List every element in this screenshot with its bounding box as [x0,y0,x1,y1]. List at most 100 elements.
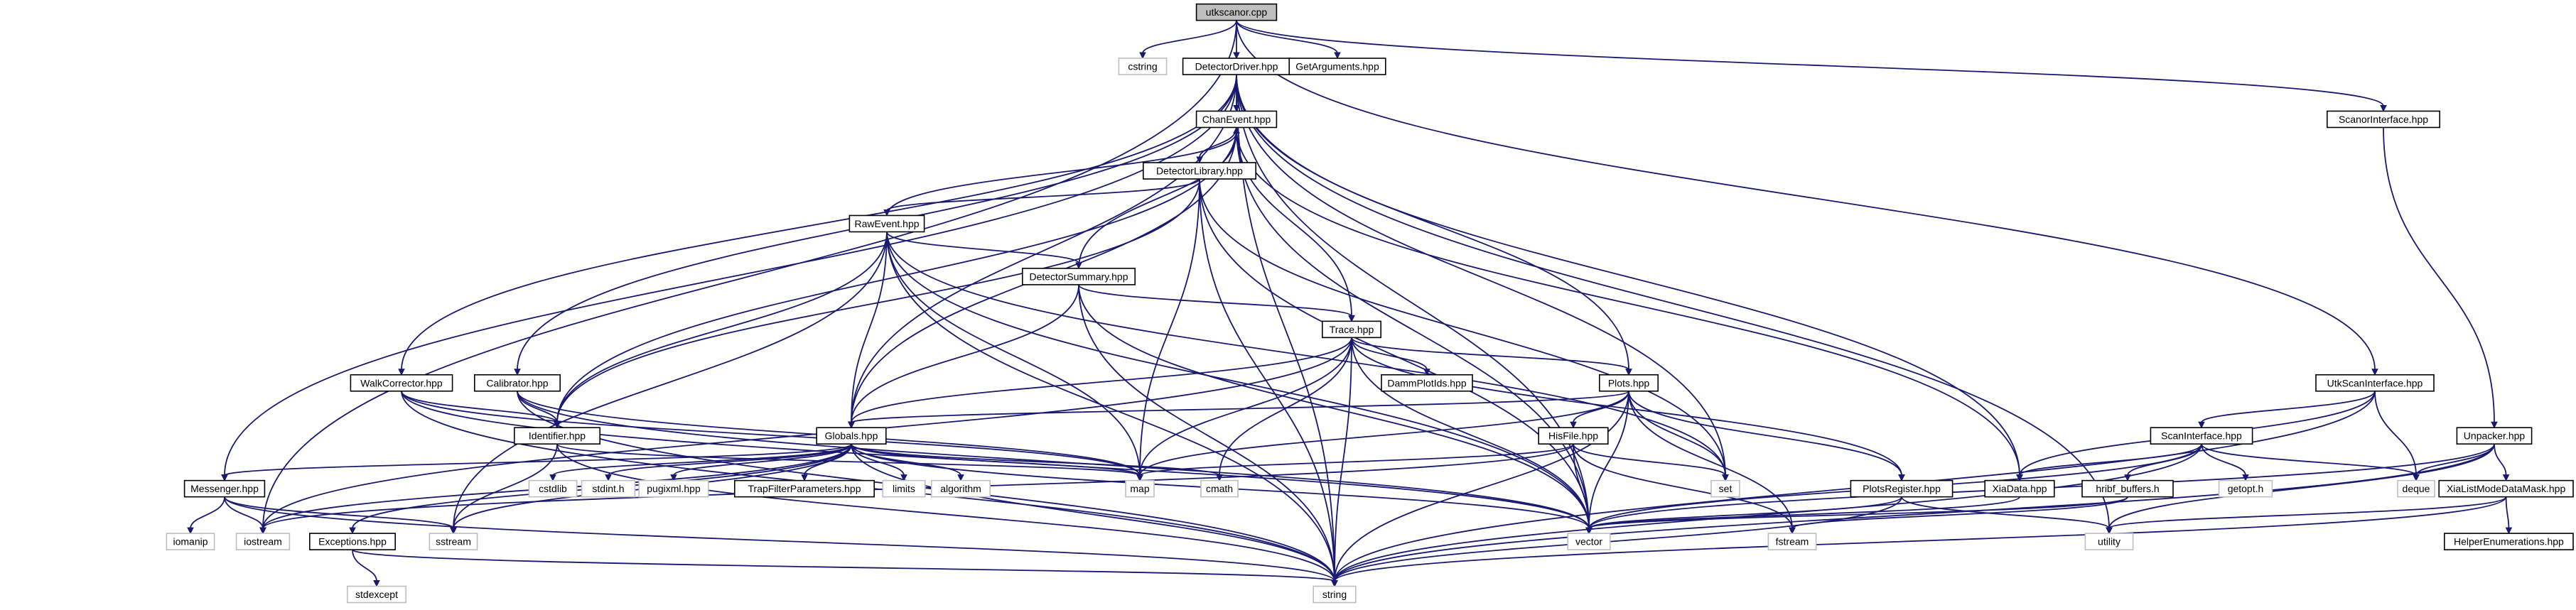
node-limits-box [882,479,926,498]
edge-detectorsummary-to-string [1078,284,1335,582]
edge-utkscanor-to-iostream [262,20,1237,529]
node-detectorsummary[interactable]: DetectorSummary.hpp [1022,268,1136,285]
arrowhead-utkscanor-to-detectordriver [1233,52,1240,60]
node-getopth-box [2218,479,2273,498]
arrowhead-globals-to-trapfilterparameters [801,474,808,481]
node-utkscanor[interactable]: utkscanor.cpp [1195,3,1278,21]
node-dammplotids[interactable]: DammPlotIds.hpp [1381,374,1473,392]
arrowhead-detectorsummary-to-trace [1348,315,1355,322]
node-identifier-box [513,427,600,445]
node-vector: vector [1567,533,1611,550]
node-detectordriver[interactable]: DetectorDriver.hpp [1182,58,1291,75]
arrowhead-messenger-to-iostream [259,527,266,535]
edge-utkscanor-to-cstring [1142,20,1237,54]
node-getarguments[interactable]: GetArguments.hpp [1288,58,1386,75]
node-hribfbuffers[interactable]: hribf_buffers.h [2081,479,2174,498]
node-pugixml-box [638,479,709,498]
edge-detectordriver-to-utility [1236,75,2110,529]
node-hribfbuffers-box [2081,479,2174,498]
node-calibrator-label: Calibrator.hpp [486,377,548,388]
edge-plots-to-map [1139,391,1629,476]
node-detectordriver-label: DetectorDriver.hpp [1195,61,1278,72]
edge-identifier-to-map [556,443,1141,476]
node-trace[interactable]: Trace.hpp [1322,320,1382,339]
edge-detectorlibrary-to-map [1139,179,1200,476]
node-exceptions[interactable]: Exceptions.hpp [308,533,396,550]
edge-detectorlibrary-to-rawevent [886,178,1200,212]
node-helperenumerations[interactable]: HelperEnumerations.hpp [2444,533,2574,550]
arrowhead-globals-to-exceptions [349,527,356,535]
node-globals[interactable]: Globals.hpp [816,427,887,445]
arrowhead-globals-to-algorithm [957,474,964,481]
edge-trace-to-string [1334,337,1352,582]
node-deque-label: deque [2403,483,2430,494]
node-calibrator[interactable]: Calibrator.hpp [473,374,561,392]
node-hisfile[interactable]: HisFile.hpp [1538,427,1609,445]
node-dammplotids-label: DammPlotIds.hpp [1387,377,1466,388]
arrowhead-globals-to-pugixml [670,474,677,481]
node-utility-box [2084,533,2134,550]
edge-chanevent-to-vector [1236,127,1590,529]
edge-utkscaninterface-to-deque [2374,391,2417,476]
arrowhead-plots-to-plotsregister [1898,474,1905,481]
node-detectorsummary-box [1022,268,1136,285]
node-trapfilterparameters[interactable]: TrapFilterParameters.hpp [734,479,875,498]
node-globals-label: Globals.hpp [825,430,878,442]
node-iomanip-box [166,533,215,550]
node-scaninterface[interactable]: ScanInterface.hpp [2150,427,2253,445]
node-stdexcept: stdexcept [346,585,406,604]
node-scanorinterface[interactable]: ScanorInterface.hpp [2327,110,2441,129]
edges-layer [187,20,2513,587]
node-messenger-box [183,479,266,498]
node-xiadata-label: XiaData.hpp [1992,483,2047,494]
edge-unpacker-to-xialistmodedatamask [2494,444,2507,476]
arrowhead-hisfile-to-set [1722,474,1729,481]
node-xiadata-box [1984,479,2055,498]
node-xiadata[interactable]: XiaData.hpp [1984,479,2055,498]
node-plotsregister[interactable]: PlotsRegister.hpp [1850,479,1953,498]
node-stdexcept-label: stdexcept [355,589,398,600]
edge-utkscanor-to-scanorinterface [1236,20,2384,107]
edge-globals-to-stdinth [608,443,852,476]
edge-hribfbuffers-to-fstream [1791,496,2128,529]
edge-detectordriver-to-vector [1236,75,1590,529]
node-stdinth-label: stdint.h [592,483,624,494]
edge-detectorsummary-to-trace [1078,284,1352,317]
node-unpacker-label: Unpacker.hpp [2464,430,2526,442]
node-helperenumerations-box [2444,533,2574,550]
node-messenger[interactable]: Messenger.hpp [183,479,266,498]
node-unpacker[interactable]: Unpacker.hpp [2456,427,2533,445]
node-exceptions-box [308,533,396,550]
node-exceptions-label: Exceptions.hpp [318,536,387,548]
node-rawevent[interactable]: RawEvent.hpp [848,214,925,233]
arrowhead-chanevent-to-detectorlibrary [1196,156,1203,164]
node-scanorinterface-box [2327,110,2441,129]
edge-messenger-to-iostream [224,496,264,529]
edge-messenger-to-sstream [224,496,454,529]
node-helperenumerations-label: HelperEnumerations.hpp [2454,536,2564,548]
node-detectorlibrary[interactable]: DetectorLibrary.hpp [1143,162,1257,180]
node-walkcorrector[interactable]: WalkCorrector.hpp [350,374,453,392]
edge-chanevent-to-xiadata [1236,127,2020,476]
node-cmath-box [1200,479,1239,498]
edge-xialistmodedatamask-to-helperenumerations [2505,496,2510,529]
node-plots-box [1599,374,1659,392]
node-plots[interactable]: Plots.hpp [1599,374,1659,392]
node-trapfilterparameters-box [734,479,875,498]
arrowhead-scanorinterface-to-unpacker [2491,421,2498,429]
node-string-box [1313,585,1357,604]
edge-detectorsummary-to-vector [1078,284,1590,529]
edge-scaninterface-to-deque [2201,443,2417,476]
node-utkscaninterface[interactable]: UtkScanInterface.hpp [2315,374,2435,392]
node-iomanip-label: iomanip [173,536,208,548]
node-trace-label: Trace.hpp [1330,324,1374,335]
edge-detectorsummary-to-chanevent [1078,132,1237,268]
edge-detectorlibrary-to-set [1199,179,1726,476]
node-identifier[interactable]: Identifier.hpp [513,427,600,445]
node-deque-box [2397,479,2435,498]
edge-messenger-to-string [224,496,1335,582]
node-xialistmodedatamask[interactable]: XiaListModeDataMask.hpp [2438,479,2574,498]
edge-detectorlibrary-to-string [1199,179,1335,582]
node-chanevent[interactable]: ChanEvent.hpp [1195,110,1278,129]
